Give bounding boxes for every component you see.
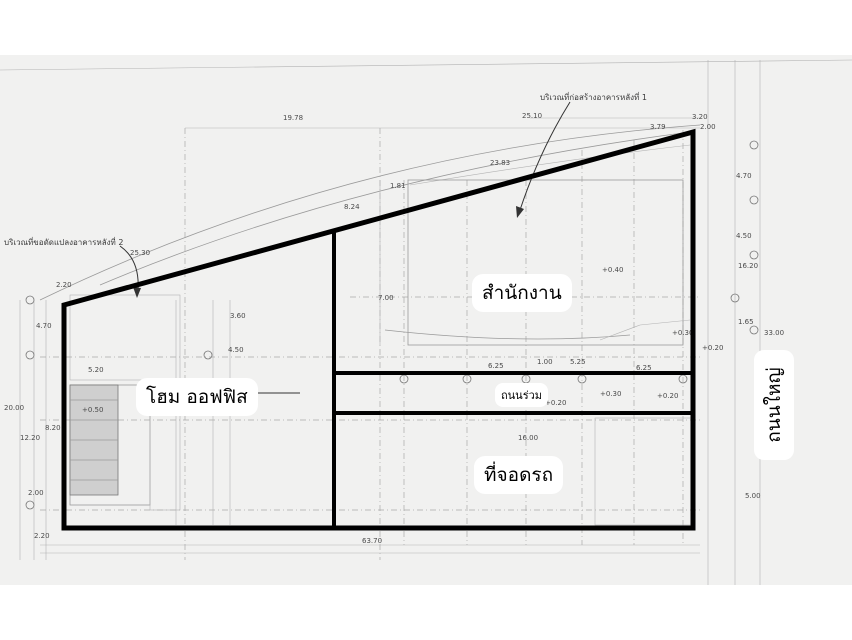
dimension-text: 8.20 — [45, 424, 61, 432]
construction-lines — [0, 59, 852, 585]
dimension-text: 5.00 — [745, 492, 761, 500]
dimension-text: 4.50 — [228, 346, 244, 354]
dimension-text: 1.65 — [738, 318, 754, 326]
dimension-text: 7.00 — [378, 294, 394, 302]
building1-annotation: บริเวณที่ก่อสร้างอาคารหลังที่ 1 — [540, 91, 647, 102]
dimension-text: 2.20 — [56, 281, 72, 289]
shared-road-label: ถนนร่วม — [495, 383, 549, 407]
leader-arrows — [119, 101, 571, 394]
dimension-text: 1.81 — [390, 182, 406, 190]
site-boundary — [61, 128, 696, 531]
dimension-text: +0.20 — [657, 392, 678, 400]
dimension-text: 12.20 — [20, 434, 40, 442]
dimension-text: 33.00 — [764, 329, 784, 337]
dimension-text: 1.00 — [537, 358, 553, 366]
dimension-text: 8.24 — [344, 203, 360, 211]
dimension-text: 63.70 — [362, 537, 382, 545]
dimension-text: +0.40 — [602, 266, 623, 274]
dimension-text: 6.25 — [488, 362, 504, 370]
dimension-text: +0.20 — [545, 399, 566, 407]
parking-label: ที่จอดรถ — [474, 456, 564, 494]
dimension-text: 4.70 — [736, 172, 752, 180]
dimension-text: 25.30 — [130, 249, 150, 257]
home-office-label: โฮม ออฟฟิส — [136, 378, 258, 416]
dimension-text: 6.25 — [636, 364, 652, 372]
dimension-text: 16.00 — [518, 434, 538, 442]
dimension-text: 3.20 — [692, 113, 708, 121]
dimension-text: 2.00 — [700, 123, 716, 131]
dimension-text: 5.20 — [88, 366, 104, 374]
dimension-text: 25.10 — [522, 112, 542, 120]
office-label: สำนักงาน — [472, 274, 572, 312]
building2-annotation: บริเวณที่ขอดัดแปลงอาคารหลังที่ 2 — [4, 236, 123, 247]
dimension-text: 23.83 — [490, 159, 510, 167]
dimension-text: +0.30 — [600, 390, 621, 398]
dimension-text: 4.50 — [736, 232, 752, 240]
dimension-text: +0.30 — [672, 329, 693, 337]
drawing-paper — [0, 55, 852, 585]
dimension-text: 16.20 — [738, 262, 758, 270]
dimension-text: 2.00 — [28, 489, 44, 497]
dimension-text: +0.20 — [702, 344, 723, 352]
dimension-text: 4.70 — [36, 322, 52, 330]
dimension-text: 19.78 — [283, 114, 303, 122]
main-road-label: ถนนใหญ่ — [754, 350, 794, 460]
zone-outlines — [61, 128, 696, 531]
dimension-text: 3.60 — [230, 312, 246, 320]
dimension-text: +0.50 — [82, 406, 103, 414]
dimension-text: 3.79 — [650, 123, 666, 131]
dimension-text: 20.00 — [4, 404, 24, 412]
hatched-area — [69, 384, 119, 496]
dimension-texts: 19.78 25.10 3.20 3.79 2.00 23.83 8.24 1.… — [4, 112, 784, 545]
dimension-text: 2.20 — [34, 532, 50, 540]
dimension-text: 5.25 — [570, 358, 586, 366]
